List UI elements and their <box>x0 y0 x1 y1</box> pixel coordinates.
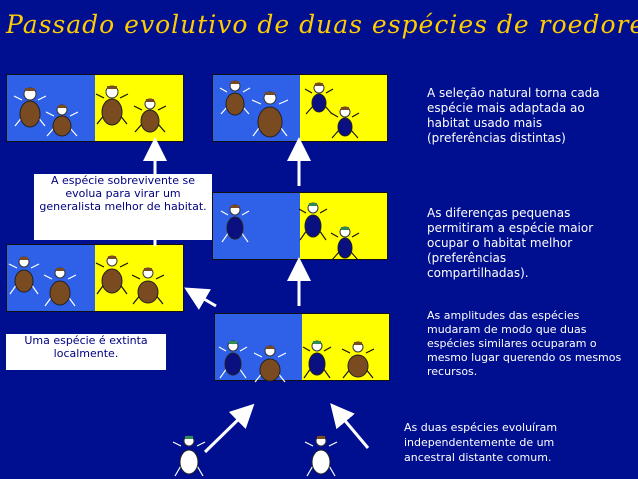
brown-mouse-icon <box>131 267 165 305</box>
ancestor-mouse-icon <box>172 435 206 477</box>
brown-mouse-icon <box>251 91 289 138</box>
brown-mouse-icon <box>95 255 129 295</box>
note-independent-evolution: As duas espécies evoluíram independentem… <box>404 421 558 464</box>
arrow-from-right-ancestor <box>330 403 370 449</box>
brown-mouse-icon <box>219 80 251 116</box>
note-ranges-changed: As amplitudes das espécies mudaram de mo… <box>427 309 622 378</box>
navy-mouse-icon <box>330 226 360 261</box>
brown-mouse-icon <box>341 341 375 379</box>
brown-mouse-icon <box>43 267 77 307</box>
navy-mouse-icon <box>330 106 360 139</box>
navy-mouse-icon <box>304 82 334 115</box>
navy-mouse-icon <box>302 340 332 379</box>
ancestor-mouse-icon <box>304 435 338 477</box>
navy-mouse-icon <box>298 202 328 241</box>
brown-mouse-icon <box>95 85 129 126</box>
arrow-from-left-ancestor <box>203 403 255 454</box>
page-title: Passado evolutivo de duas espécies de ro… <box>6 10 638 39</box>
box-extinction: Uma espécie é extinta localmente. <box>6 334 166 370</box>
navy-mouse-icon <box>218 340 248 379</box>
box-generalist: A espécie sobrevivente se evolua para vi… <box>34 174 212 240</box>
brown-mouse-icon <box>13 87 47 128</box>
note-small-differences: As diferenças pequenas permitiram a espé… <box>427 206 594 280</box>
brown-mouse-icon <box>253 345 287 383</box>
navy-mouse-icon <box>220 204 250 243</box>
brown-mouse-icon <box>133 98 167 133</box>
panel-middle-right <box>212 192 388 260</box>
arrow-diagonal-left <box>184 287 217 310</box>
brown-mouse-icon <box>8 256 40 295</box>
brown-mouse-icon <box>45 104 79 137</box>
note-natural-selection: A seleção natural torna cada espécie mai… <box>427 86 600 145</box>
